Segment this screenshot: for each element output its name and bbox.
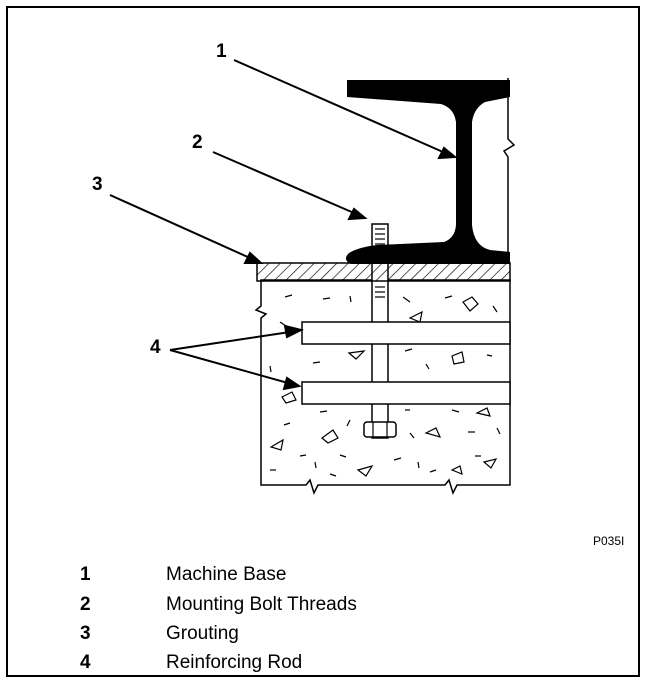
callout-4: 4	[150, 337, 161, 358]
beam-break-line	[502, 78, 516, 264]
legend-label: Mounting Bolt Threads	[166, 594, 357, 615]
legend-number: 2	[80, 594, 91, 615]
figure-code: P035I	[593, 534, 625, 548]
legend-label: Machine Base	[166, 564, 287, 585]
legend-number: 1	[80, 564, 91, 585]
callout-3: 3	[92, 174, 103, 195]
legend-number: 3	[80, 623, 91, 644]
legend-item: 2 Mounting Bolt Threads	[80, 592, 357, 618]
reinforcing-rods	[301, 321, 511, 405]
legend-label: Grouting	[166, 623, 239, 644]
legend-item: 3 Grouting	[80, 621, 239, 647]
callout-2: 2	[192, 132, 203, 153]
legend-label: Reinforcing Rod	[166, 652, 303, 673]
legend-number: 4	[80, 652, 91, 673]
leader-arrows	[109, 59, 458, 391]
machine-base-beam	[345, 80, 510, 264]
figure-frame	[6, 6, 640, 677]
callout-1: 1	[216, 41, 227, 62]
legend-item: 1 Machine Base	[80, 562, 286, 588]
legend-item: 4 Reinforcing Rod	[80, 650, 302, 676]
grouting-layer	[256, 262, 511, 282]
